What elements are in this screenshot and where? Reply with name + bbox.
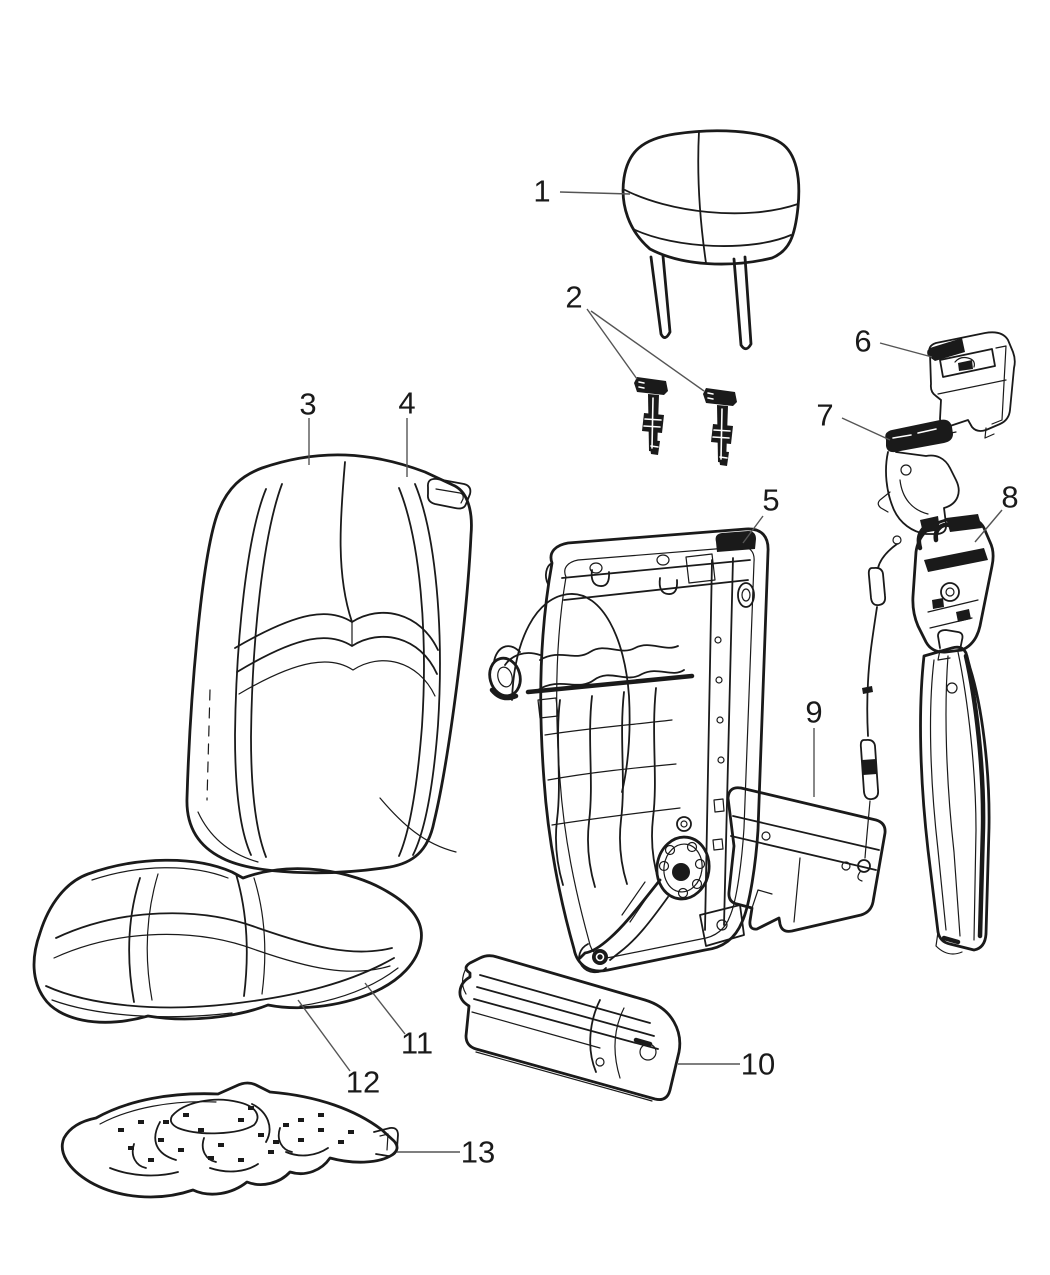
leader-line-8 bbox=[974, 509, 1003, 543]
headrest-guide-right bbox=[703, 388, 737, 466]
part-headrest-guides-art bbox=[634, 377, 737, 466]
callout-5-seatback-frame[interactable]: 5 bbox=[762, 483, 779, 518]
callout-10-cushion-trim-panel[interactable]: 10 bbox=[741, 1047, 775, 1082]
leader-line-1 bbox=[559, 191, 631, 195]
side-trim-strip-art bbox=[919, 629, 991, 955]
leader-line-5 bbox=[742, 515, 764, 544]
part-seatback-bezel-art bbox=[426, 478, 472, 510]
callout-7-release-handle-cable[interactable]: 7 bbox=[816, 398, 833, 433]
part-headrest-art bbox=[621, 129, 801, 351]
callout-2-headrest-guide-sleeves[interactable]: 2 bbox=[565, 280, 582, 315]
leader-line-12 bbox=[297, 999, 351, 1072]
leader-line-7 bbox=[841, 417, 891, 441]
callout-3-seatback-cover[interactable]: 3 bbox=[299, 387, 316, 422]
callout-4-seatback-bezel[interactable]: 4 bbox=[398, 386, 415, 421]
leader-line-11 bbox=[364, 982, 406, 1035]
part-seatback-cover-art bbox=[185, 453, 473, 875]
callout-1-headrest[interactable]: 1 bbox=[533, 174, 550, 209]
callout-6-latch-bracket[interactable]: 6 bbox=[854, 324, 871, 359]
part-seat-cushion-art bbox=[32, 858, 423, 1024]
part-latch-bracket-art bbox=[927, 331, 1016, 439]
part-cushion-trim-panel-art bbox=[458, 954, 682, 1102]
callout-11-cushion-cover[interactable]: 11 bbox=[401, 1026, 433, 1061]
callout-9-seatback-panel[interactable]: 9 bbox=[805, 695, 822, 730]
part-cushion-pan-art bbox=[61, 1081, 399, 1199]
callout-12-cushion-pad[interactable]: 12 bbox=[346, 1065, 380, 1100]
leader-line-2-1 bbox=[586, 308, 638, 380]
part-seatback-frame-art bbox=[488, 527, 770, 974]
leader-line-6 bbox=[879, 342, 933, 358]
leader-line-2-2 bbox=[590, 310, 705, 392]
part-seatback-panel-art bbox=[726, 786, 887, 933]
callout-13-cushion-pan[interactable]: 13 bbox=[461, 1135, 495, 1170]
headrest-guide-left bbox=[634, 377, 668, 455]
part-side-bracket-art bbox=[911, 514, 995, 661]
callout-8-side-bracket[interactable]: 8 bbox=[1001, 480, 1018, 515]
